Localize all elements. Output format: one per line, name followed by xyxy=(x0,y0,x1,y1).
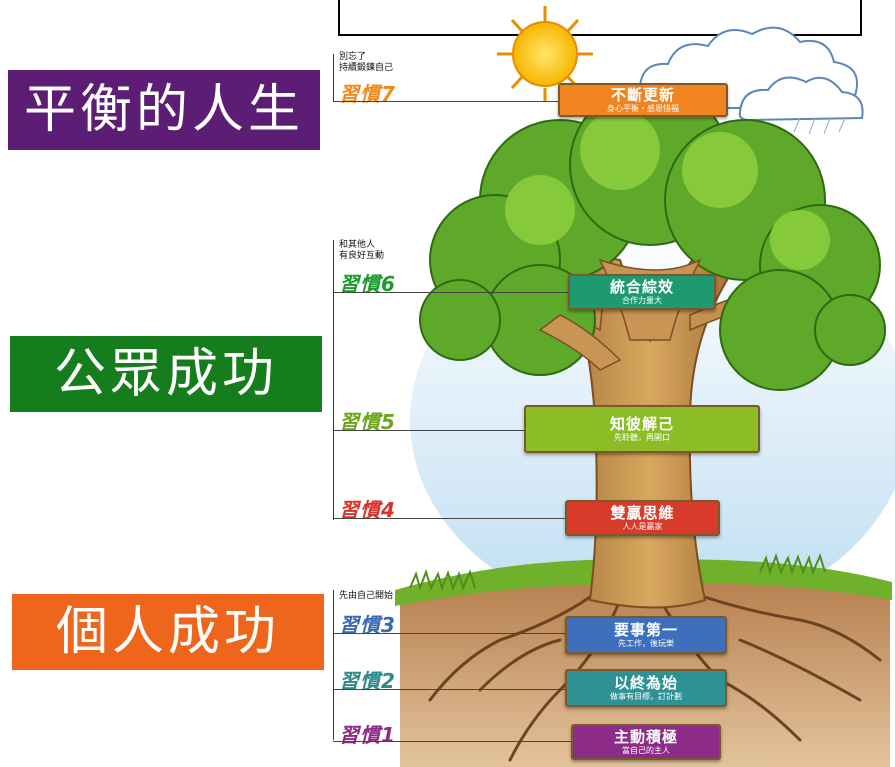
habit-sign-5: 知彼解己 先聆聽，再開口 xyxy=(524,405,760,453)
note-interact: 和其他人 有良好互動 xyxy=(339,240,385,261)
habit-sign-4-subtitle: 人人是贏家 xyxy=(622,521,663,531)
habit-sign-1: 主動積極 當自己的主人 xyxy=(571,724,721,760)
habit-sign-2-title: 以終為始 xyxy=(613,673,678,692)
habit-sign-4-title: 雙贏思維 xyxy=(610,503,675,522)
habit-sign-1-subtitle: 當自己的主人 xyxy=(622,745,670,755)
bracket-line-private xyxy=(333,590,334,740)
category-public-label: 公眾成功 xyxy=(53,344,278,404)
habit-sign-3-subtitle: 先工作，後玩樂 xyxy=(618,638,674,648)
habit-sign-2-subtitle: 做事有目標，訂計劃 xyxy=(610,691,682,701)
habit-sign-3: 要事第一 先工作，後玩樂 xyxy=(565,616,727,654)
bracket-line-balanced xyxy=(333,54,334,102)
habit-sign-2: 以終為始 做事有目標，訂計劃 xyxy=(565,669,727,707)
connector-habit-7 xyxy=(333,101,559,102)
habit-sign-4: 雙贏思維 人人是贏家 xyxy=(565,500,720,536)
top-text-frame xyxy=(338,0,862,36)
category-public-success: 公眾成功 xyxy=(10,336,322,412)
category-private-label: 個人成功 xyxy=(55,602,280,662)
note-renew: 別忘了 持續鍛鍊自己 xyxy=(339,52,394,73)
habit-sign-7: 不斷更新 身心平衡・感恩惜福 xyxy=(558,83,728,117)
connector-habit-6 xyxy=(333,292,571,293)
sun-icon xyxy=(497,6,593,102)
habit-sign-5-subtitle: 先聆聽，再開口 xyxy=(614,432,670,442)
habit-sign-1-title: 主動積極 xyxy=(613,727,678,746)
habit-sign-6: 統合綜效 合作力量大 xyxy=(568,274,716,310)
category-private-success: 個人成功 xyxy=(12,594,324,670)
habit-sign-7-title: 不斷更新 xyxy=(610,85,675,104)
habit-sign-6-title: 統合綜效 xyxy=(609,277,674,296)
habit-sign-7-subtitle: 身心平衡・感恩惜福 xyxy=(607,103,679,113)
bracket-line-public xyxy=(333,240,334,520)
note-start: 先由自己開始 xyxy=(339,591,394,601)
connector-habit-3 xyxy=(333,633,565,634)
category-balanced-life: 平衡的人生 xyxy=(8,70,320,150)
habit-label-1: 習慣1 xyxy=(339,723,396,747)
habit-label-7: 習慣7 xyxy=(339,82,396,106)
connector-habit-5 xyxy=(333,430,525,431)
habit-sign-3-title: 要事第一 xyxy=(613,620,678,639)
connector-habit-1 xyxy=(333,741,571,742)
habit-sign-5-title: 知彼解己 xyxy=(609,414,674,433)
connector-habit-4 xyxy=(333,518,565,519)
connector-habit-2 xyxy=(333,689,565,690)
habit-sign-6-subtitle: 合作力量大 xyxy=(622,295,662,305)
category-balanced-label: 平衡的人生 xyxy=(23,80,304,140)
